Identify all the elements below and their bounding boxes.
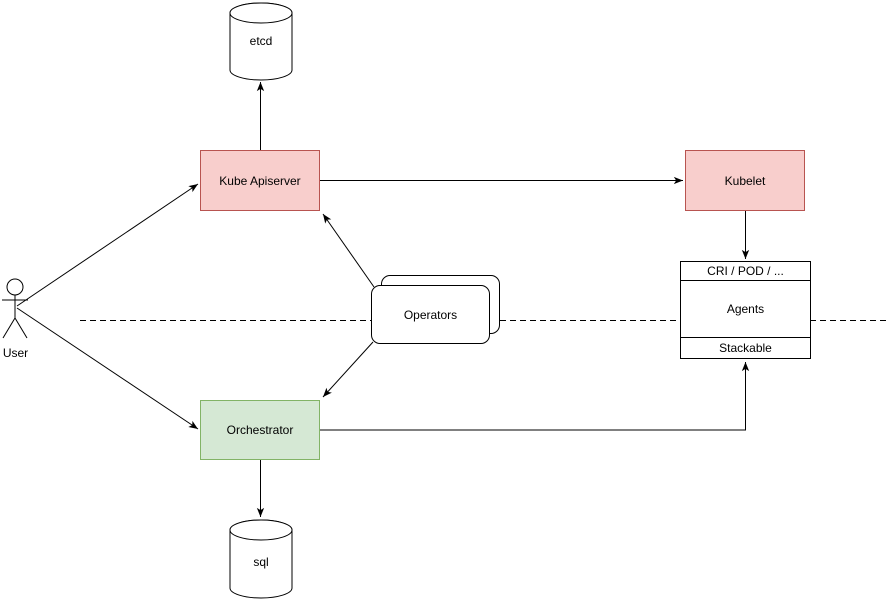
agents-header-label: CRI / POD / ...	[707, 264, 784, 278]
user-actor-figure	[2, 278, 28, 339]
operators-label: Operators	[403, 307, 458, 322]
etcd-label: etcd	[249, 34, 273, 48]
arrow-operators-to-apiserver	[322, 213, 375, 288]
sql-cylinder	[229, 519, 293, 599]
arrow-orchestrator-to-stackable	[320, 362, 750, 431]
arrow-user-to-orchestrator	[16, 307, 199, 430]
user-label: User	[2, 346, 29, 360]
node-kube-apiserver: Kube Apiserver	[200, 150, 320, 211]
agents-header-row: CRI / POD / ...	[681, 262, 810, 281]
orchestrator-label: Orchestrator	[226, 423, 294, 437]
agents-title-row: Agents	[681, 281, 810, 338]
sql-label: sql	[253, 555, 269, 569]
agents-footer-label: Stackable	[719, 341, 772, 355]
kube-apiserver-label: Kube Apiserver	[219, 173, 301, 188]
etcd-cylinder	[229, 2, 293, 81]
arrow-operators-to-orchestrator	[322, 341, 374, 398]
agents-footer-row: Stackable	[681, 338, 810, 358]
node-operators: Operators	[371, 285, 490, 344]
agents-title-label: Agents	[726, 302, 765, 316]
arrow-user-to-apiserver	[16, 183, 199, 307]
node-orchestrator: Orchestrator	[200, 400, 320, 460]
node-kubelet: Kubelet	[685, 150, 805, 211]
kubelet-label: Kubelet	[724, 173, 766, 188]
node-agents: CRI / POD / ... Agents Stackable	[680, 261, 811, 359]
